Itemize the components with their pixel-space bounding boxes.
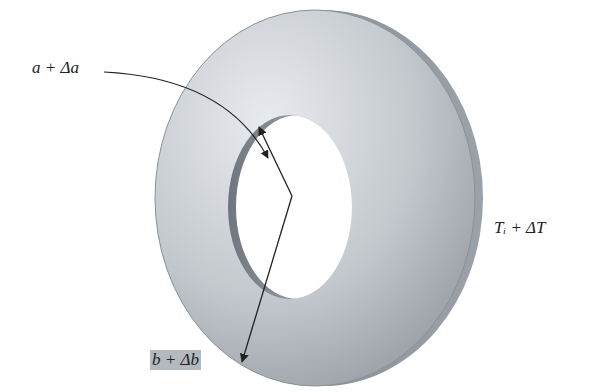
radius-label: a + Δa: [30, 58, 81, 78]
radius-b: [242, 196, 292, 362]
washer-face: [155, 10, 475, 386]
radius-label: b + Δb: [150, 350, 201, 370]
leader-a: [104, 72, 268, 158]
temperature-label: Tᵢ + ΔT: [492, 218, 548, 238]
hole: [236, 115, 360, 299]
radius-a: [259, 127, 292, 196]
